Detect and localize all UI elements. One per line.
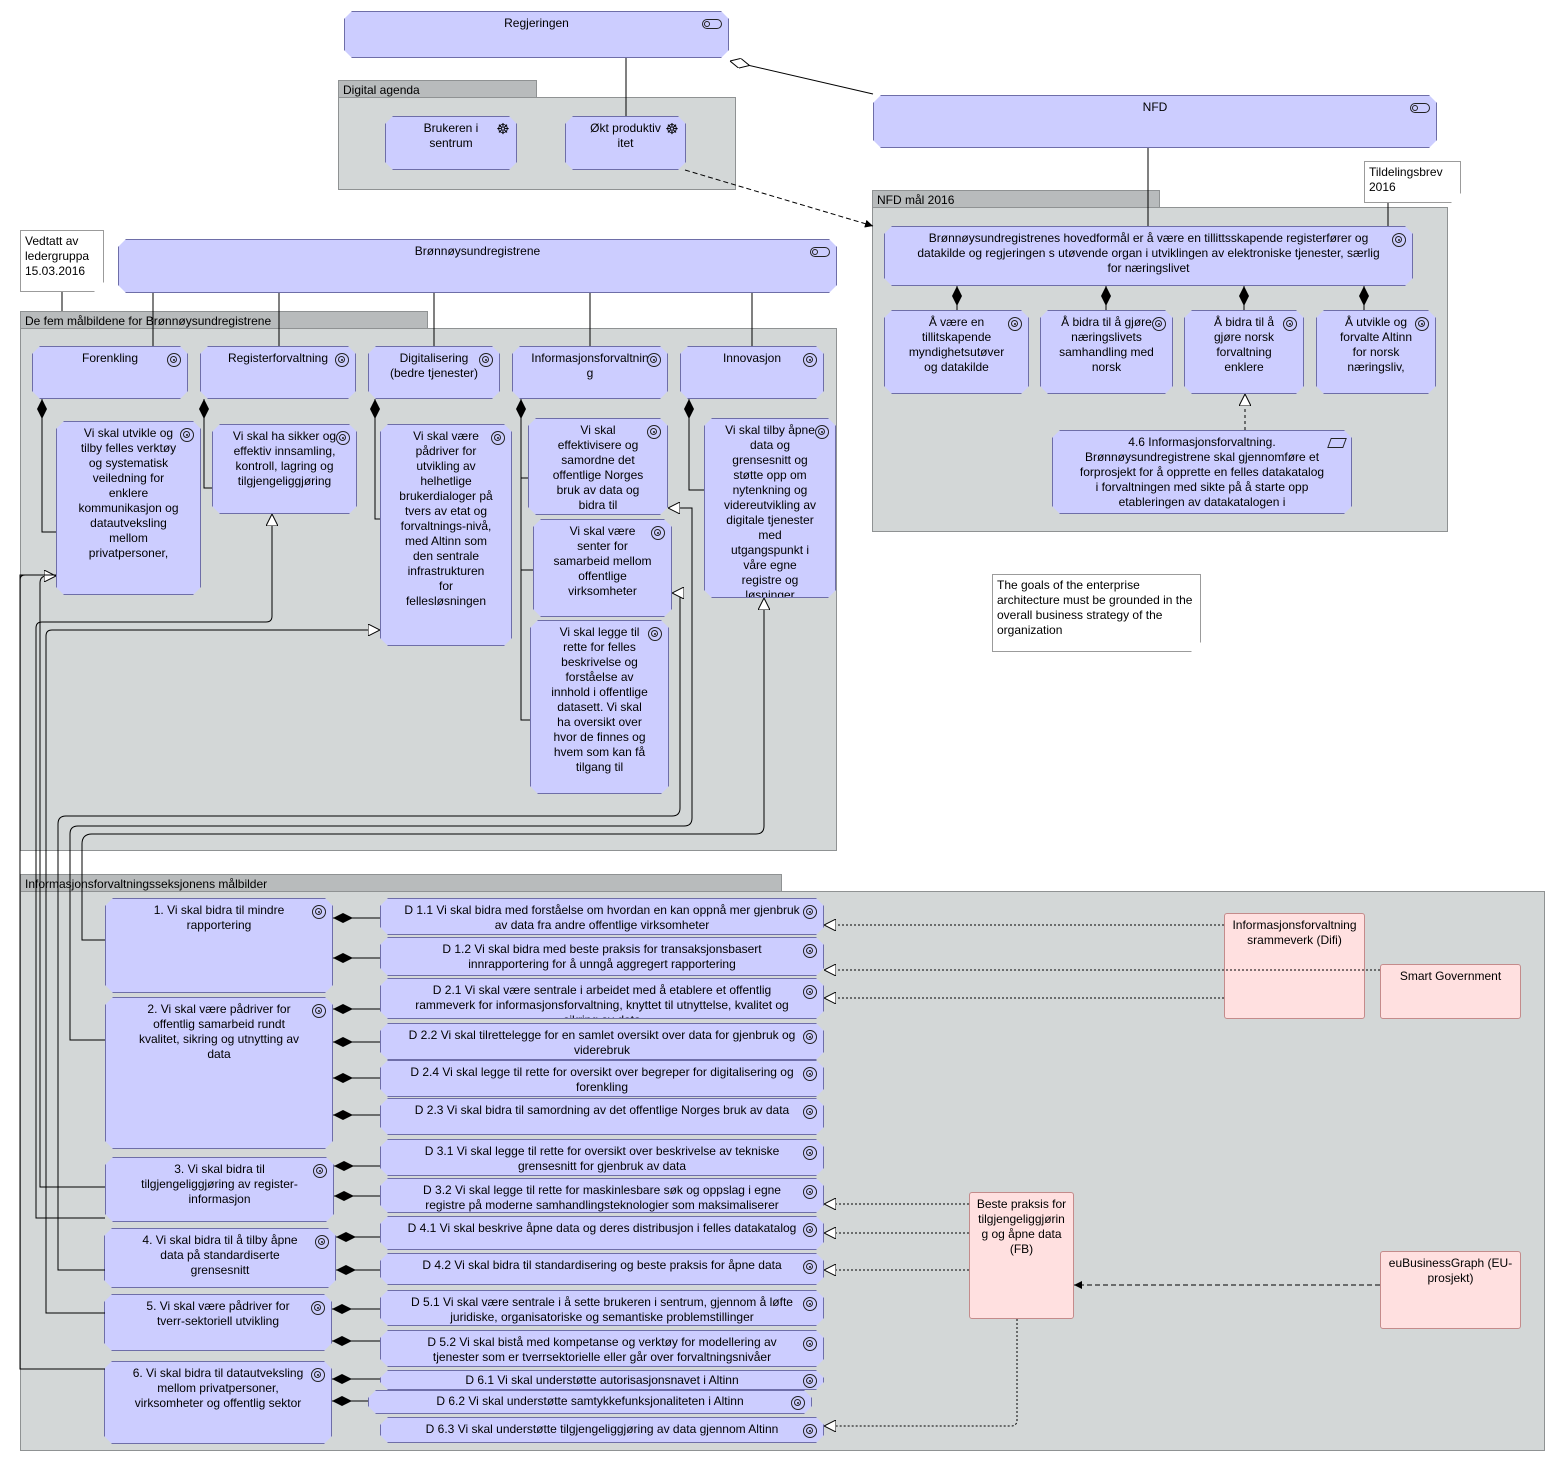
- goal-icon: [312, 1004, 326, 1018]
- goal-icon: [803, 905, 817, 919]
- goal-info-3[interactable]: 3. Vi skal bidra til tilgjengeliggjøring…: [105, 1157, 334, 1222]
- goal-icon: [803, 1297, 817, 1311]
- driver-icon: ☸: [496, 121, 510, 138]
- goal-informasjonsforvaltning[interactable]: Informasjonsforvaltning: [512, 346, 668, 399]
- goal-nfd-tillitskapende[interactable]: Å være en tillitskapende myndighetsutøve…: [884, 310, 1029, 394]
- requirement-smart-government[interactable]: Smart Government: [1380, 964, 1521, 1019]
- goal-d-6-2[interactable]: D 6.2 Vi skal understøtte samtykkefunksj…: [368, 1390, 812, 1414]
- actor-regjeringen[interactable]: Regjeringen: [344, 11, 729, 58]
- goal-icon: [1415, 317, 1429, 331]
- work-package-icon: [1327, 438, 1347, 448]
- goal-sub-digitalisering[interactable]: Vi skal være pådriver for utvikling av h…: [380, 424, 512, 646]
- goal-icon: [803, 1105, 817, 1119]
- goal-sub-info-effektivisere[interactable]: Vi skal effektivisere og samordne det of…: [528, 418, 668, 515]
- goal-icon: [803, 1223, 817, 1237]
- group-tab: Informasjonsforvaltningsseksjonens målbi…: [20, 874, 782, 892]
- goal-d-3-2[interactable]: D 3.2 Vi skal legge til rette for maskin…: [380, 1178, 824, 1213]
- goal-icon: [791, 1396, 805, 1410]
- goal-sub-forenkling[interactable]: Vi skal utvikle og tilby felles verktøy …: [56, 421, 201, 595]
- note-vedtatt: Vedtatt av ledergruppa 15.03.2016: [20, 230, 104, 292]
- goal-icon: [803, 1185, 817, 1199]
- driver-icon: ☸: [665, 121, 679, 138]
- goal-icon: [803, 1374, 817, 1388]
- goal-icon: [311, 1301, 325, 1315]
- goal-d-5-2[interactable]: D 5.2 Vi skal bistå med kompetanse og ve…: [380, 1330, 824, 1367]
- goal-d-6-3[interactable]: D 6.3 Vi skal understøtte tilgjengeliggj…: [380, 1417, 824, 1443]
- goal-icon: [336, 431, 350, 445]
- goal-sub-info-beskrivelse[interactable]: Vi skal legge til rette for felles beskr…: [530, 620, 669, 794]
- goal-icon: [1008, 317, 1022, 331]
- business-actor-icon: [1410, 103, 1430, 113]
- goal-digitalisering[interactable]: Digitalisering (bedre tjenester): [368, 346, 500, 399]
- goal-info-5[interactable]: 5. Vi skal være pådriver for tverr-sekto…: [104, 1294, 332, 1351]
- goal-icon: [803, 1030, 817, 1044]
- goal-icon: [315, 1235, 329, 1249]
- goal-forenkling[interactable]: Forenkling: [32, 346, 188, 399]
- group-tab: De fem målbildene for Brønnøysundregistr…: [20, 311, 428, 329]
- goal-d-2-4[interactable]: D 2.4 Vi skal legge til rette for oversi…: [380, 1060, 824, 1097]
- goal-d-2-3[interactable]: D 2.3 Vi skal bidra til samordning av de…: [380, 1098, 824, 1135]
- requirement-beste-praksis[interactable]: Beste praksis for tilgjengeliggjøring og…: [969, 1192, 1074, 1319]
- goal-nfd-hovedformaal[interactable]: Brønnøysundregistrenes hovedformål er å …: [884, 226, 1413, 286]
- goal-icon: [311, 1368, 325, 1382]
- requirement-eubusinessgraph[interactable]: euBusinessGraph (EU-prosjekt): [1380, 1251, 1521, 1329]
- driver-okt-produktivitet[interactable]: Økt produktivitet ☸: [565, 116, 686, 170]
- goal-icon: [803, 1067, 817, 1081]
- goal-nfd-altinn[interactable]: Å utvikle og forvalte Altinn for norsk n…: [1316, 310, 1436, 394]
- goal-icon: [803, 353, 817, 367]
- business-actor-icon: [702, 19, 722, 29]
- goal-icon: [651, 526, 665, 540]
- goal-d-2-2[interactable]: D 2.2 Vi skal tilrettelegge for en samle…: [380, 1023, 824, 1060]
- group-tab: Digital agenda: [338, 80, 537, 98]
- goal-registerforvaltning[interactable]: Registerforvaltning: [200, 346, 356, 399]
- goal-icon: [803, 1337, 817, 1351]
- goal-icon: [479, 353, 493, 367]
- business-actor-icon: [810, 247, 830, 257]
- requirement-informasjonsforvaltningsrammeverk[interactable]: Informasjonsforvaltningsrammeverk (Difi): [1224, 913, 1365, 1019]
- goal-icon: [1283, 317, 1297, 331]
- goal-d-1-1[interactable]: D 1.1 Vi skal bidra med forståelse om hv…: [380, 898, 824, 935]
- goal-icon: [803, 944, 817, 958]
- goal-d-5-1[interactable]: D 5.1 Vi skal være sentrale i å sette br…: [380, 1290, 824, 1326]
- actor-nfd[interactable]: NFD: [873, 95, 1437, 148]
- work-package-informasjonsforvaltning[interactable]: 4.6 Informasjonsforvaltning. Brønnøysund…: [1052, 430, 1352, 514]
- goal-d-6-1[interactable]: D 6.1 Vi skal understøtte autorisasjonsn…: [380, 1370, 824, 1390]
- goal-icon: [312, 905, 326, 919]
- note-enterprise-architecture: The goals of the enterprise architecture…: [992, 574, 1201, 652]
- goal-d-1-2[interactable]: D 1.2 Vi skal bidra med beste praksis fo…: [380, 937, 824, 976]
- goal-icon: [815, 425, 829, 439]
- goal-info-4[interactable]: 4. Vi skal bidra til å tilby åpne data p…: [104, 1228, 336, 1288]
- driver-brukeren-i-sentrum[interactable]: Brukeren i sentrum ☸: [385, 116, 517, 170]
- goal-icon: [491, 431, 505, 445]
- goal-icon: [803, 985, 817, 999]
- group-tab: NFD mål 2016: [872, 190, 1160, 208]
- goal-nfd-forvaltning-enklere[interactable]: Å bidra til å gjøre norsk forvaltning en…: [1184, 310, 1304, 394]
- goal-innovasjon[interactable]: Innovasjon: [680, 346, 824, 399]
- goal-sub-innovasjon[interactable]: Vi skal tilby åpne data og grensesnitt o…: [704, 418, 836, 598]
- goal-icon: [648, 627, 662, 641]
- goal-d-4-2[interactable]: D 4.2 Vi skal bidra til standardisering …: [380, 1253, 824, 1285]
- goal-info-6[interactable]: 6. Vi skal bidra til datautveksling mell…: [104, 1361, 332, 1444]
- goal-icon: [803, 1424, 817, 1438]
- note-tildelingsbrev: Tildelingsbrev 2016: [1364, 161, 1461, 203]
- goal-info-1[interactable]: 1. Vi skal bidra til mindre rapportering: [105, 898, 333, 993]
- goal-info-2[interactable]: 2. Vi skal være pådriver for offentlig s…: [105, 997, 333, 1149]
- goal-d-3-1[interactable]: D 3.1 Vi skal legge til rette for oversi…: [380, 1139, 824, 1176]
- goal-icon: [180, 428, 194, 442]
- goal-icon: [335, 353, 349, 367]
- goal-icon: [647, 425, 661, 439]
- goal-icon: [803, 1260, 817, 1274]
- actor-bronnoysundregistrene[interactable]: Brønnøysundregistrene: [118, 239, 837, 293]
- goal-nfd-naeringslivets-samhandling[interactable]: Å bidra til å gjøre næringslivets samhan…: [1040, 310, 1173, 394]
- goal-icon: [167, 353, 181, 367]
- goal-icon: [313, 1164, 327, 1178]
- goal-d-2-1[interactable]: D 2.1 Vi skal være sentrale i arbeidet m…: [380, 978, 824, 1019]
- goal-icon: [1392, 233, 1406, 247]
- goal-icon: [803, 1146, 817, 1160]
- goal-sub-registerforvaltning[interactable]: Vi skal ha sikker og effektiv innsamling…: [212, 424, 357, 514]
- goal-d-4-1[interactable]: D 4.1 Vi skal beskrive åpne data og dere…: [380, 1216, 824, 1250]
- goal-sub-info-samarbeid[interactable]: Vi skal være senter for samarbeid mellom…: [533, 519, 672, 617]
- goal-icon: [647, 353, 661, 367]
- goal-icon: [1152, 317, 1166, 331]
